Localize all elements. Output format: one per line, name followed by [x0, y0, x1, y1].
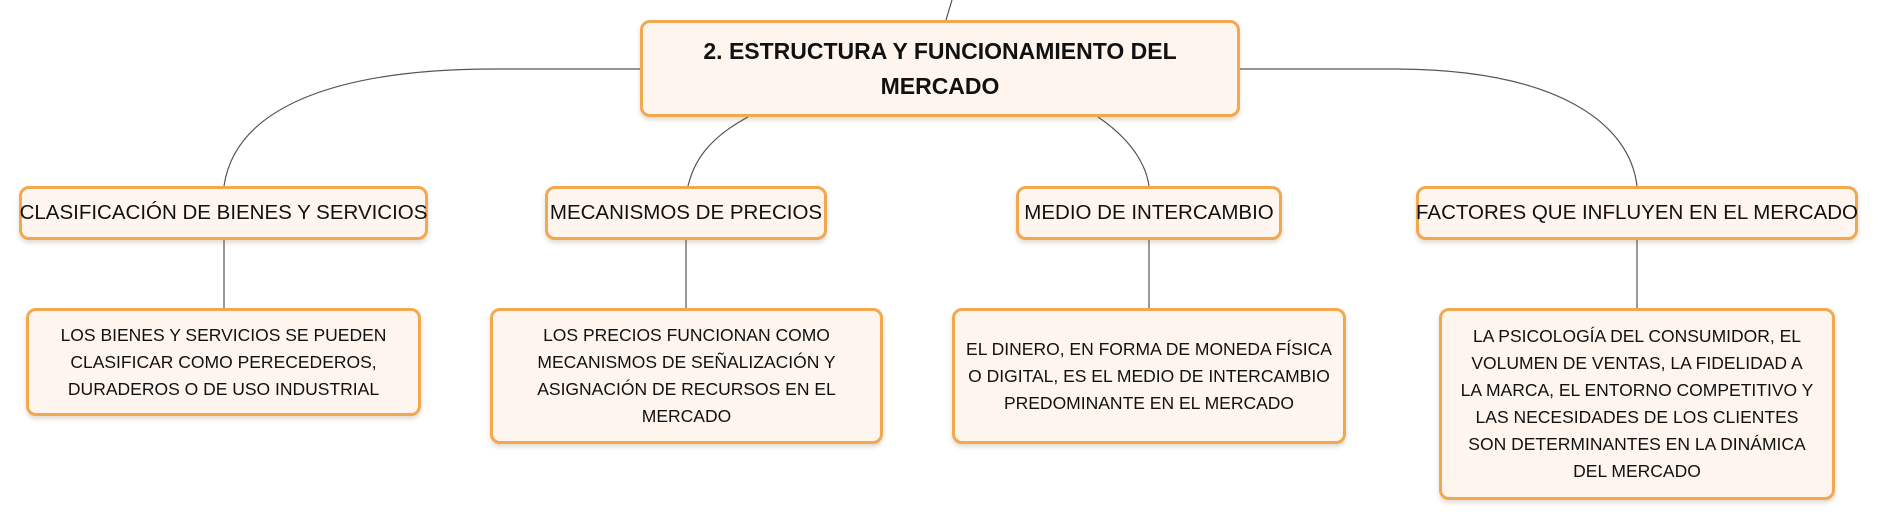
root-node[interactable]: 2. ESTRUCTURA Y FUNCIONAMIENTO DEL MERCA…: [640, 20, 1240, 117]
detail-text: LOS PRECIOS FUNCIONAN COMO MECANISMOS DE…: [537, 325, 836, 426]
branch-node-medio-intercambio[interactable]: MEDIO DE INTERCAMBIO: [1016, 186, 1282, 240]
detail-node-medio-intercambio[interactable]: EL DINERO, EN FORMA DE MONEDA FÍSICA O D…: [952, 308, 1346, 444]
branch-title: MEDIO DE INTERCAMBIO: [1024, 201, 1274, 224]
detail-text: LOS BIENES Y SERVICIOS SE PUEDEN CLASIFI…: [60, 324, 387, 399]
branch-node-clasificacion[interactable]: CLASIFICACIÓN DE BIENES Y SERVICIOS: [19, 186, 428, 240]
connector-root-cat3: [1097, 116, 1150, 187]
connector-root-cat1: [223, 68, 640, 187]
detail-node-clasificacion[interactable]: LOS BIENES Y SERVICIOS SE PUEDEN CLASIFI…: [26, 308, 421, 416]
detail-text: EL DINERO, EN FORMA DE MONEDA FÍSICA O D…: [966, 338, 1332, 413]
branch-title: MECANISMOS DE PRECIOS: [549, 201, 823, 224]
branch-title: CLASIFICACIÓN DE BIENES Y SERVICIOS: [19, 201, 428, 224]
connector-root-cat4: [1240, 68, 1638, 187]
branch-node-mecanismos-precios[interactable]: MECANISMOS DE PRECIOS: [545, 186, 827, 240]
connector-root-parent: [945, 0, 953, 21]
branch-title: FACTORES QUE INFLUYEN EN EL MERCADO: [1416, 201, 1858, 224]
detail-node-factores[interactable]: LA PSICOLOGÍA DEL CONSUMIDOR, EL VOLUMEN…: [1439, 308, 1835, 500]
connector-root-cat2: [687, 116, 749, 187]
root-node-text: 2. ESTRUCTURA Y FUNCIONAMIENTO DEL MERCA…: [703, 37, 1177, 99]
branch-node-factores[interactable]: FACTORES QUE INFLUYEN EN EL MERCADO: [1416, 186, 1858, 240]
detail-text: LA PSICOLOGÍA DEL CONSUMIDOR, EL VOLUMEN…: [1460, 326, 1814, 481]
detail-node-mecanismos-precios[interactable]: LOS PRECIOS FUNCIONAN COMO MECANISMOS DE…: [490, 308, 883, 444]
